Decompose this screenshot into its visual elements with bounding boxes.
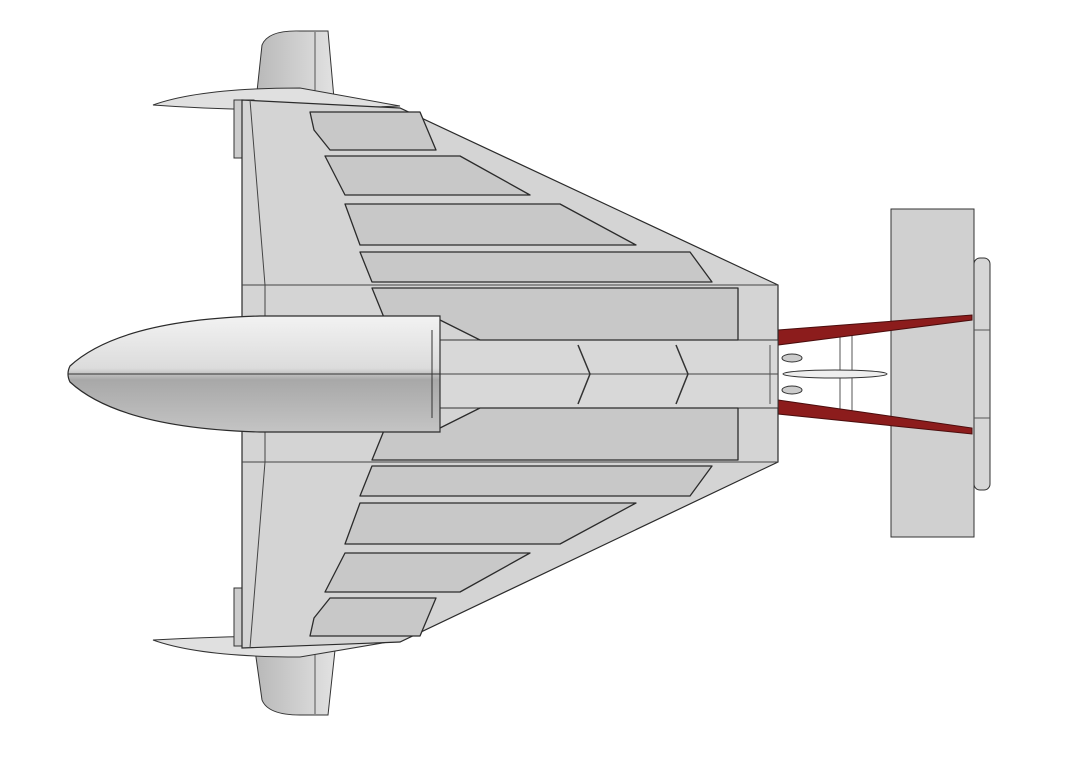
tail-side-plate: [973, 257, 991, 491]
lower-wing-panel-3: [344, 502, 637, 545]
nose-cone: [67, 315, 441, 433]
tail-assembly: [777, 208, 991, 538]
upper-wing-panel-1: [309, 111, 437, 151]
upper-wing-panel-4: [359, 251, 713, 283]
upper-wing-panel-3: [344, 203, 637, 246]
upper-wing-panel-2: [324, 155, 531, 196]
tail-plate: [890, 208, 975, 538]
lower-wing-panel-1: [309, 597, 437, 637]
lower-vertical-fin: [254, 649, 336, 716]
lower-wing-panel-2: [324, 552, 531, 593]
delta-wing: [241, 99, 779, 649]
rear-spike: [782, 369, 888, 379]
lower-wing-panel-4: [359, 465, 713, 497]
